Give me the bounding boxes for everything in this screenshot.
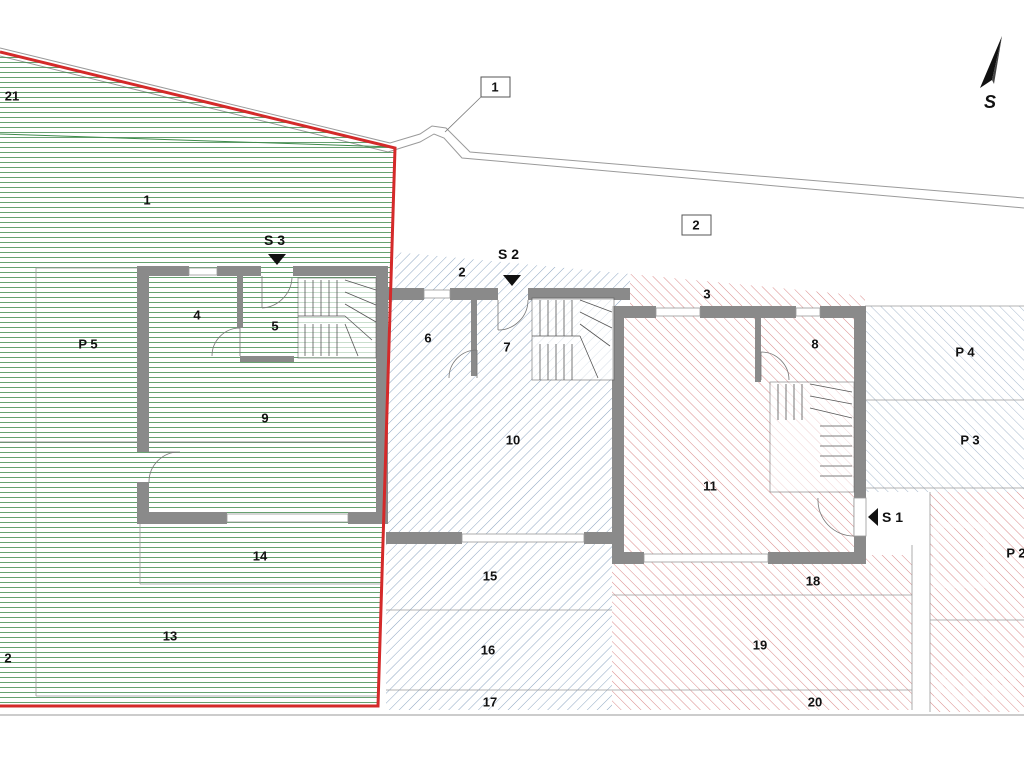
svg-text:S: S bbox=[984, 92, 996, 112]
compass-icon: S bbox=[980, 36, 1002, 112]
section-arrow-s1 bbox=[868, 508, 878, 526]
parking-areas bbox=[865, 305, 1024, 492]
red-unit bbox=[612, 274, 1024, 712]
property-boundary bbox=[0, 50, 397, 708]
room-label-2: 2 bbox=[458, 265, 465, 280]
room-label-8: 8 bbox=[811, 337, 818, 352]
room-label-1: 1 bbox=[143, 193, 150, 208]
room-label-15: 15 bbox=[483, 569, 497, 584]
parking-label-p4: P 4 bbox=[955, 345, 975, 360]
callout-2: 2 bbox=[681, 214, 712, 236]
section-label-s1: S 1 bbox=[882, 509, 903, 525]
room-label-4: 4 bbox=[193, 308, 201, 323]
room-label-18: 18 bbox=[806, 574, 820, 589]
room-label-9: 9 bbox=[261, 411, 268, 426]
room-label-14: 14 bbox=[253, 549, 268, 564]
room-label-2-left: 2 bbox=[4, 651, 11, 666]
room-label-11: 11 bbox=[703, 479, 717, 494]
room-labels: 21 1 4 5 9 14 13 2 2 6 7 10 15 16 17 3 8… bbox=[4, 89, 822, 710]
section-arrow-s2 bbox=[503, 275, 521, 286]
walls bbox=[137, 266, 866, 564]
svg-text:ADR: ADR bbox=[932, 665, 1019, 709]
parking-label-p3: P 3 bbox=[960, 433, 979, 448]
room-label-17: 17 bbox=[483, 695, 497, 710]
stairs bbox=[297, 277, 855, 493]
room-label-21: 21 bbox=[5, 89, 19, 104]
windows bbox=[188, 267, 867, 563]
room-label-5: 5 bbox=[271, 319, 278, 334]
parking-label-p2: P 2 bbox=[1006, 546, 1024, 561]
parking-labels: P 5 P 4 P 3 P 2 bbox=[78, 337, 1024, 561]
callout-1: 1 bbox=[444, 76, 511, 133]
section-label-s2: S 2 bbox=[498, 246, 519, 262]
room-label-19: 19 bbox=[753, 638, 767, 653]
doors bbox=[148, 276, 855, 537]
section-arrow-s3 bbox=[268, 254, 286, 265]
section-label-s3: S 3 bbox=[264, 232, 285, 248]
green-unit bbox=[0, 52, 395, 706]
room-label-7: 7 bbox=[503, 340, 510, 355]
room-label-20: 20 bbox=[808, 695, 822, 710]
svg-text:1: 1 bbox=[491, 80, 498, 95]
room-label-3: 3 bbox=[703, 287, 710, 302]
watermark-logo: ADR bbox=[932, 522, 1019, 709]
room-label-6: 6 bbox=[424, 331, 431, 346]
room-label-13: 13 bbox=[163, 629, 177, 644]
section-markers: S 3 S 2 S 1 bbox=[264, 232, 903, 526]
parking-label-p5: P 5 bbox=[78, 337, 97, 352]
room-label-16: 16 bbox=[481, 643, 495, 658]
svg-text:2: 2 bbox=[692, 218, 699, 233]
room-label-10: 10 bbox=[506, 433, 520, 448]
